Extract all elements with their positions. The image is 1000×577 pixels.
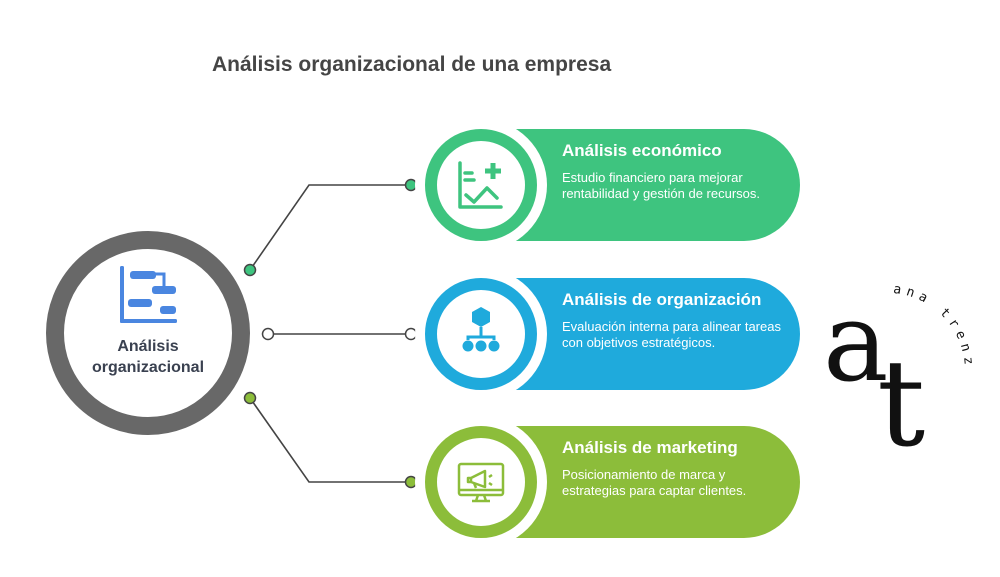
- connector-dot: [243, 391, 257, 405]
- card-marketing: [415, 416, 800, 548]
- card-economic-text: Análisis económico Estudio financiero pa…: [562, 141, 782, 202]
- card-title: Análisis económico: [562, 141, 722, 160]
- logo-monogram-t: t: [877, 335, 925, 460]
- hub-label: Análisis organizacional: [68, 336, 228, 378]
- connector-dot: [404, 178, 418, 192]
- logo-monogram-a: a: [823, 278, 889, 406]
- page-title: Análisis organizacional de una empresa: [212, 53, 612, 76]
- hierarchy-icon: [462, 307, 500, 352]
- monitor-megaphone-icon: [457, 462, 505, 503]
- hub-label-line1: Análisis: [117, 338, 179, 355]
- card-title: Análisis de marketing: [562, 438, 738, 457]
- card-description: Estudio financiero para mejorar rentabil…: [562, 170, 761, 201]
- connectors: [249, 184, 411, 483]
- card-marketing-text: Análisis de marketing Posicionamiento de…: [562, 438, 782, 499]
- card-icon-circle: [425, 129, 537, 241]
- card-organization: [415, 268, 800, 400]
- hub-label-line2: organizacional: [91, 359, 205, 376]
- connector-dot: [243, 263, 257, 277]
- card-economic: [415, 119, 800, 251]
- chart-plus-icon: [458, 161, 503, 209]
- card-description: Posicionamiento de marca y estrategias p…: [562, 467, 747, 498]
- card-icon-circle: [425, 426, 537, 538]
- card-description: Evaluación interna para alinear tareas c…: [562, 319, 781, 350]
- connector-top: [249, 184, 411, 271]
- gantt-chart-icon: [120, 266, 177, 323]
- card-title: Análisis de organización: [562, 290, 762, 309]
- hub-circle: [46, 231, 250, 435]
- ana-trenza-logo: a t ana trenza: [815, 275, 971, 460]
- connector-dot: [404, 475, 418, 489]
- connector-bottom: [249, 397, 411, 483]
- connector-dot: [404, 327, 418, 341]
- connector-dot: [261, 327, 275, 341]
- card-organization-text: Análisis de organización Evaluación inte…: [562, 290, 782, 351]
